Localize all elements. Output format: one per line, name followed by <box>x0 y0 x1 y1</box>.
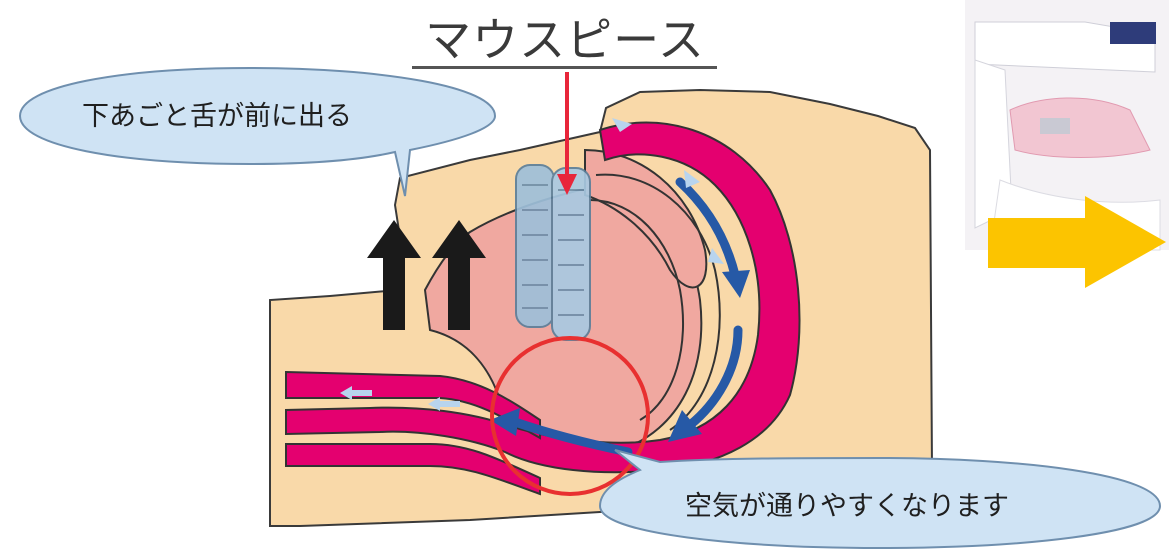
callout-top-text: 下あごと舌が前に出る <box>82 94 352 133</box>
title-underline <box>412 66 717 69</box>
mouthpiece-title: マウスピース <box>400 4 730 70</box>
mouthpiece <box>516 165 590 340</box>
callout-bottom-text: 空気が通りやすくなります <box>685 484 1009 523</box>
mouthpiece-device-photo <box>965 0 1169 250</box>
